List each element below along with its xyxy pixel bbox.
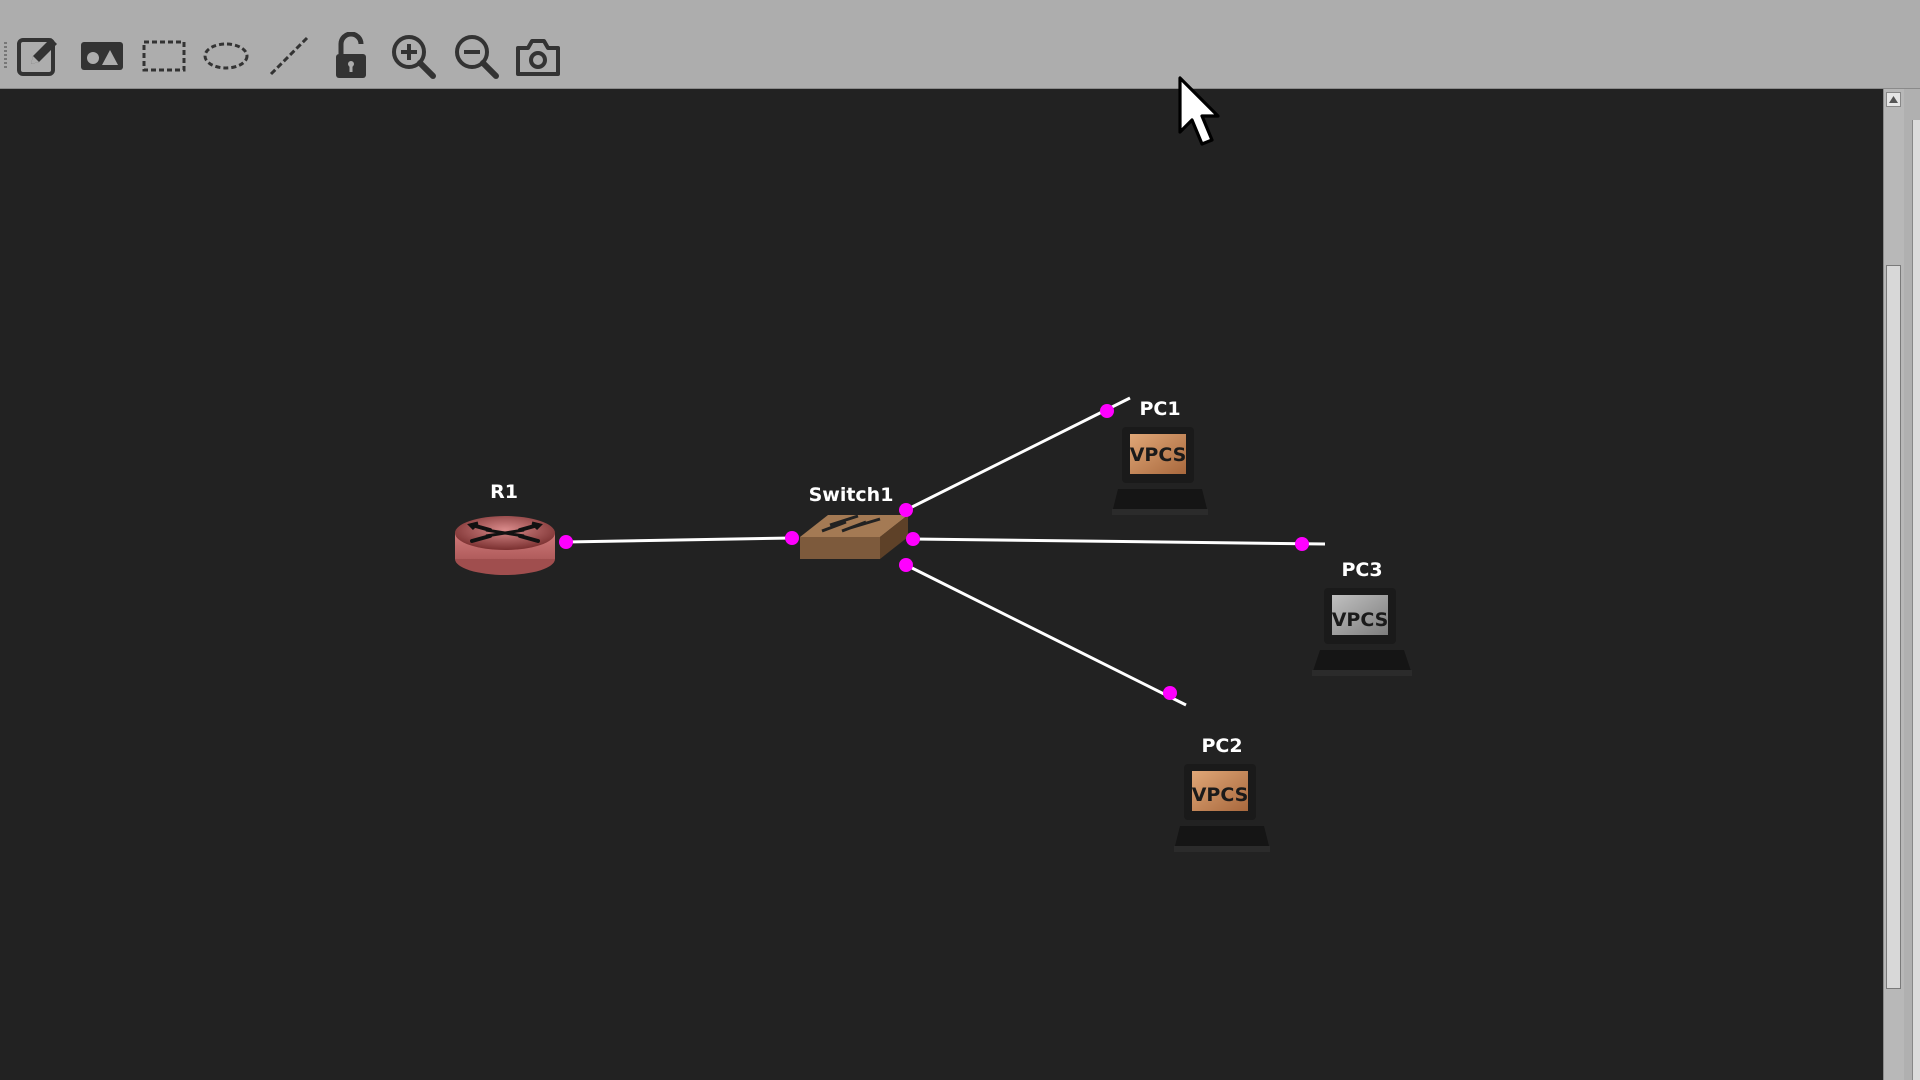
zoom-out-button[interactable] [448, 28, 504, 84]
port-indicator-switch1-r1 [785, 531, 799, 545]
vpcs-badge-pc3: VPCS [1332, 609, 1389, 631]
port-indicator-pc2 [1163, 686, 1177, 700]
link-r1-switch1[interactable] [565, 536, 793, 544]
image-shapes-icon [81, 42, 123, 70]
zoom-out-icon [455, 35, 499, 79]
vpcs-computer-icon: VPCS [1112, 427, 1208, 515]
scroll-up-button[interactable] [1886, 92, 1901, 107]
scrollbar-thumb[interactable] [1886, 265, 1901, 989]
vpcs-pc1[interactable]: PC1 VPCS [1112, 398, 1208, 515]
vpcs-badge-pc2: VPCS [1192, 784, 1249, 806]
toolbar-grip-handle[interactable] [4, 42, 7, 70]
port-indicator-switch1-pc2 [899, 558, 913, 572]
vpcs-computer-icon: VPCS [1312, 588, 1412, 676]
rectangle-icon [142, 40, 186, 72]
add-note-button[interactable] [11, 28, 67, 84]
node-label-pc3: PC3 [1341, 559, 1382, 581]
router-icon [455, 516, 555, 575]
drawing-toolbar [0, 0, 1920, 89]
draw-ellipse-button[interactable] [198, 28, 254, 84]
screenshot-button[interactable] [510, 28, 566, 84]
dock-splitter-handle[interactable] [1912, 120, 1920, 1080]
lock-items-button[interactable] [323, 28, 379, 84]
switch-switch1[interactable]: Switch1 [800, 484, 908, 559]
link-switch1-pc2[interactable] [905, 563, 1187, 707]
port-indicator-switch1-pc3 [906, 532, 920, 546]
vpcs-badge-pc1: VPCS [1130, 444, 1187, 466]
insert-picture-button[interactable] [74, 28, 130, 84]
port-indicator-r1 [559, 535, 573, 549]
chevron-up-icon [1889, 96, 1898, 103]
vpcs-pc3[interactable]: PC3 VPCS [1312, 559, 1412, 676]
vpcs-pc2[interactable]: PC2 VPCS [1174, 735, 1270, 852]
line-icon [269, 36, 309, 76]
link-switch1-pc3[interactable] [912, 537, 1326, 546]
node-label-r1: R1 [490, 481, 518, 503]
ellipse-icon [203, 42, 249, 70]
router-r1[interactable]: R1 [455, 481, 555, 575]
ethernet-switch-icon [800, 514, 908, 559]
node-label-pc2: PC2 [1201, 735, 1242, 757]
link-switch1-pc1[interactable] [905, 396, 1131, 512]
vertical-scrollbar[interactable] [1883, 89, 1904, 1080]
node-label-pc1: PC1 [1139, 398, 1180, 420]
edit-note-icon [17, 38, 57, 76]
vpcs-computer-icon: VPCS [1174, 764, 1270, 852]
draw-line-button[interactable] [261, 28, 317, 84]
topology-graph: R1 Switch1 PC1 [455, 396, 1412, 852]
draw-rectangle-button[interactable] [136, 28, 192, 84]
node-label-switch1: Switch1 [809, 484, 894, 506]
topology-canvas[interactable]: R1 Switch1 PC1 [0, 89, 1883, 1080]
port-indicator-pc1 [1100, 404, 1114, 418]
zoom-in-icon [392, 35, 436, 79]
camera-icon [516, 39, 560, 76]
port-indicator-pc3 [1295, 537, 1309, 551]
unlock-icon [336, 32, 366, 78]
zoom-in-button[interactable] [385, 28, 441, 84]
port-indicator-switch1-pc1 [899, 503, 913, 517]
